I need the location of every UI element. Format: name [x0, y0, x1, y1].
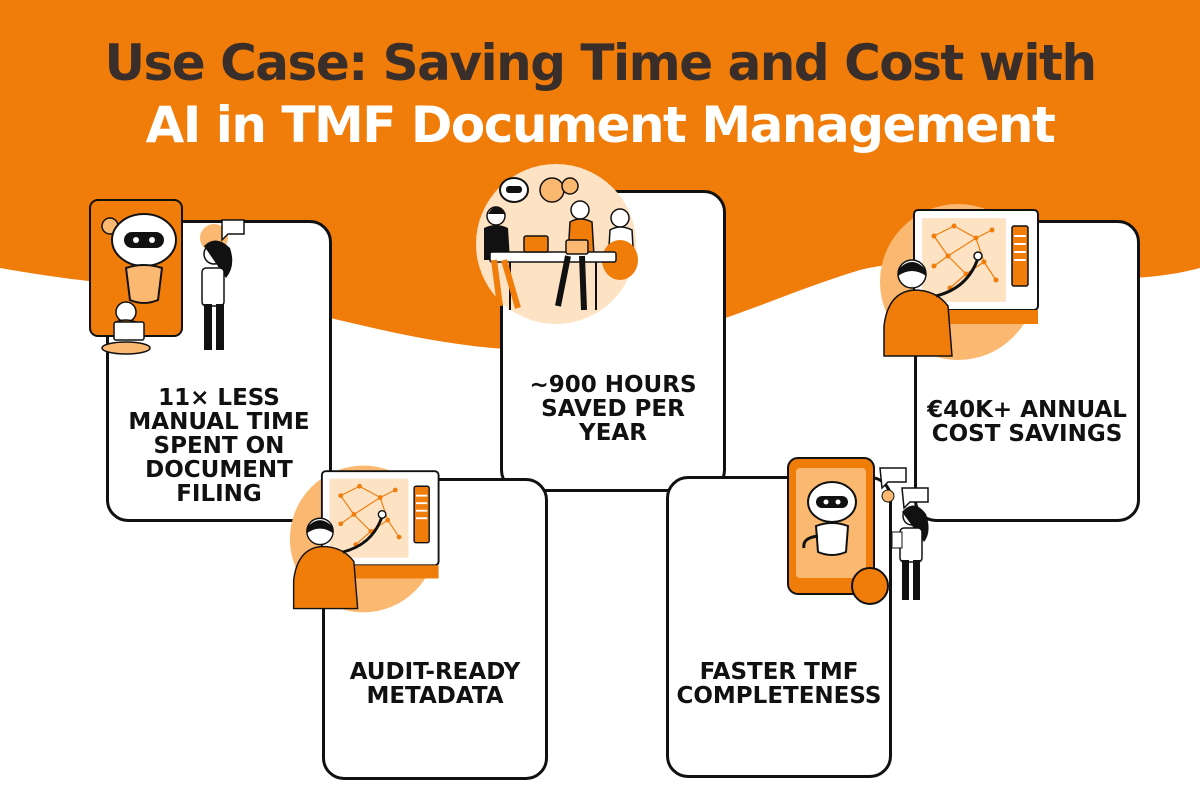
- page-title-line-2: AI in TMF Document Management: [145, 96, 1056, 154]
- robot-assistant-illustration: [89, 199, 245, 355]
- team-meeting-illustration: [476, 164, 638, 324]
- card-audit-ready-label: AUDIT-READY METADATA: [349, 659, 521, 709]
- card-hours-saved-label: ~900 HOURS SAVED PER YEAR: [529, 372, 697, 446]
- network-screen-illustration: [289, 465, 440, 613]
- page-title-line-1: Use Case: Saving Time and Cost with: [104, 34, 1097, 92]
- network-screen-illustration: [880, 204, 1039, 360]
- card-cost-savings-label: €40K+ ANNUAL COST SAVINGS: [927, 397, 1127, 447]
- card-manual-time-label: 11× LESS MANUAL TIME SPENT ON DOCUMENT F…: [128, 385, 310, 507]
- robot-phone-illustration: [787, 457, 929, 605]
- card-tmf-completeness-label: FASTER TMF COMPLETENESS: [676, 659, 882, 709]
